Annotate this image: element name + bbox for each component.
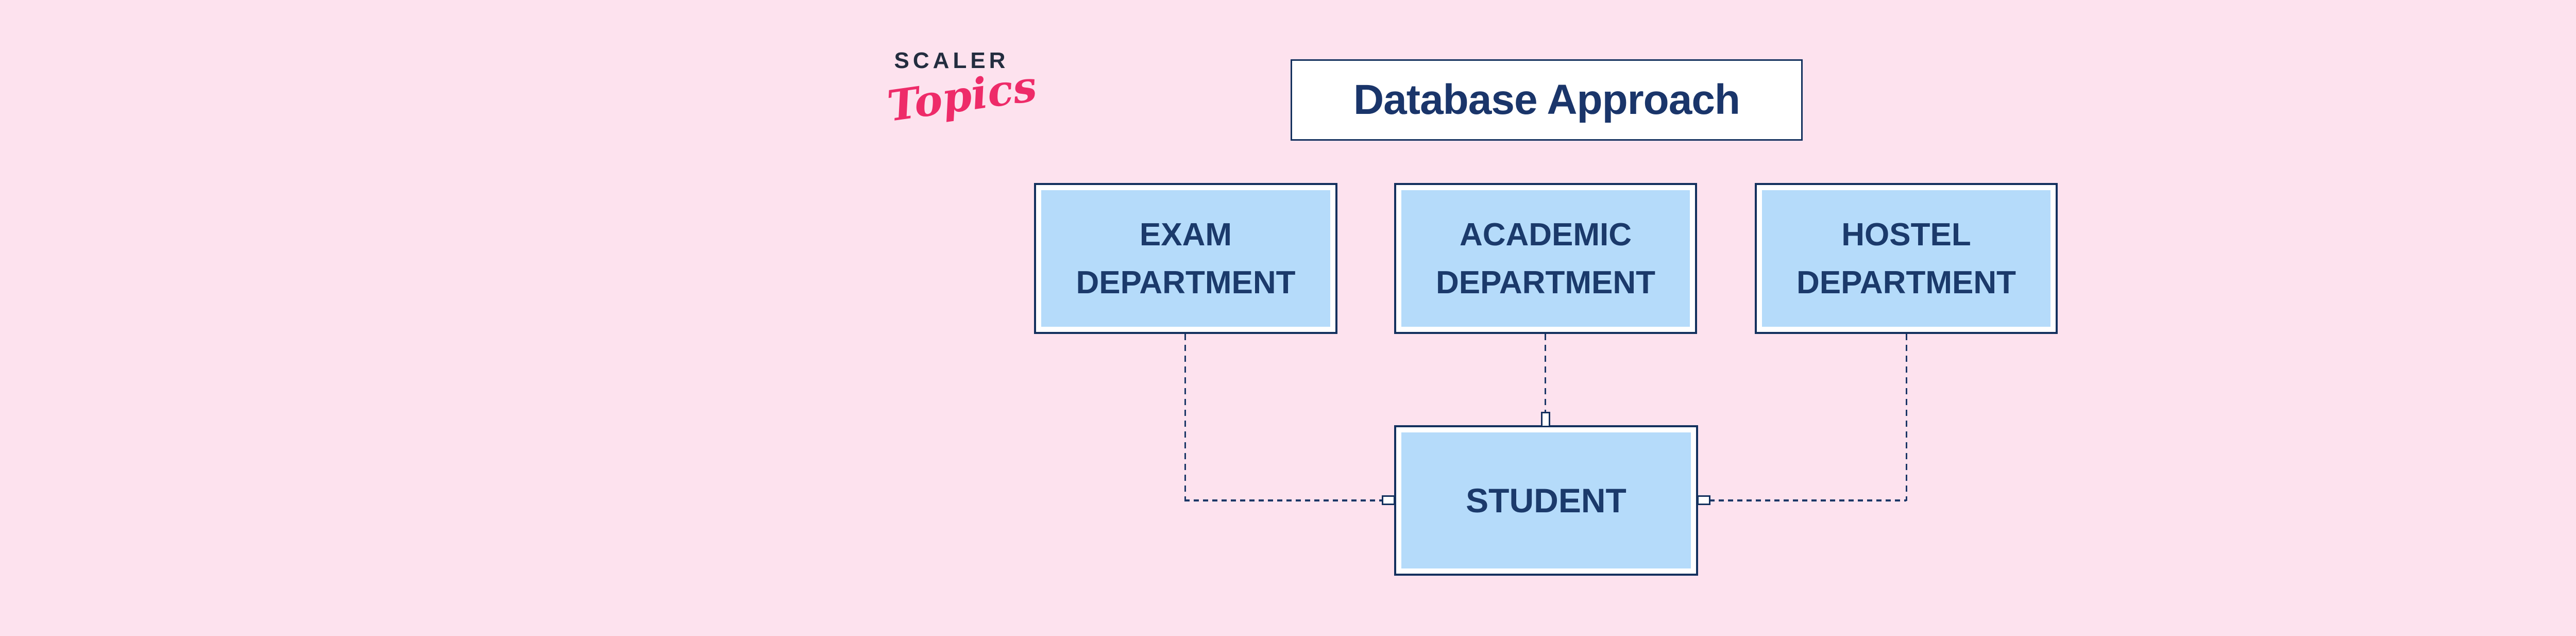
- connector-hostel-horizontal: [1709, 499, 1906, 501]
- connector-exam-vertical: [1184, 334, 1186, 501]
- logo-script-text: Topics: [884, 61, 1040, 131]
- student-port-left: [1382, 495, 1395, 505]
- dept-academic-label-line2: DEPARTMENT: [1436, 264, 1655, 300]
- logo-brand-text: SCALER: [894, 48, 1009, 73]
- dept-academic-label-line1: ACADEMIC: [1459, 216, 1632, 253]
- student-port-right: [1697, 495, 1710, 505]
- dept-box-hostel-fill: HOSTEL DEPARTMENT: [1762, 190, 2050, 327]
- dept-hostel-label-line2: DEPARTMENT: [1797, 264, 2016, 300]
- title-box: Database Approach: [1291, 59, 1803, 141]
- dept-box-academic-fill: ACADEMIC DEPARTMENT: [1401, 190, 1690, 327]
- dept-exam-label-line1: EXAM: [1139, 216, 1232, 253]
- scaler-topics-logo: SCALER Topics: [885, 48, 1040, 131]
- dept-box-exam-fill: EXAM DEPARTMENT: [1041, 190, 1330, 327]
- connector-exam-horizontal: [1184, 499, 1382, 501]
- dept-box-academic: ACADEMIC DEPARTMENT: [1394, 183, 1697, 334]
- connector-academic-vertical: [1545, 334, 1546, 412]
- dept-box-hostel: HOSTEL DEPARTMENT: [1755, 183, 2058, 334]
- student-box: STUDENT: [1394, 425, 1698, 576]
- dept-box-exam: EXAM DEPARTMENT: [1034, 183, 1337, 334]
- title-label: Database Approach: [1353, 76, 1740, 123]
- connector-hostel-vertical: [1906, 334, 1907, 501]
- student-box-fill: STUDENT: [1401, 432, 1691, 568]
- student-port-top: [1541, 412, 1550, 427]
- dept-hostel-label-line1: HOSTEL: [1841, 216, 1971, 253]
- dept-exam-label-line2: DEPARTMENT: [1076, 264, 1296, 300]
- student-label: STUDENT: [1466, 481, 1626, 520]
